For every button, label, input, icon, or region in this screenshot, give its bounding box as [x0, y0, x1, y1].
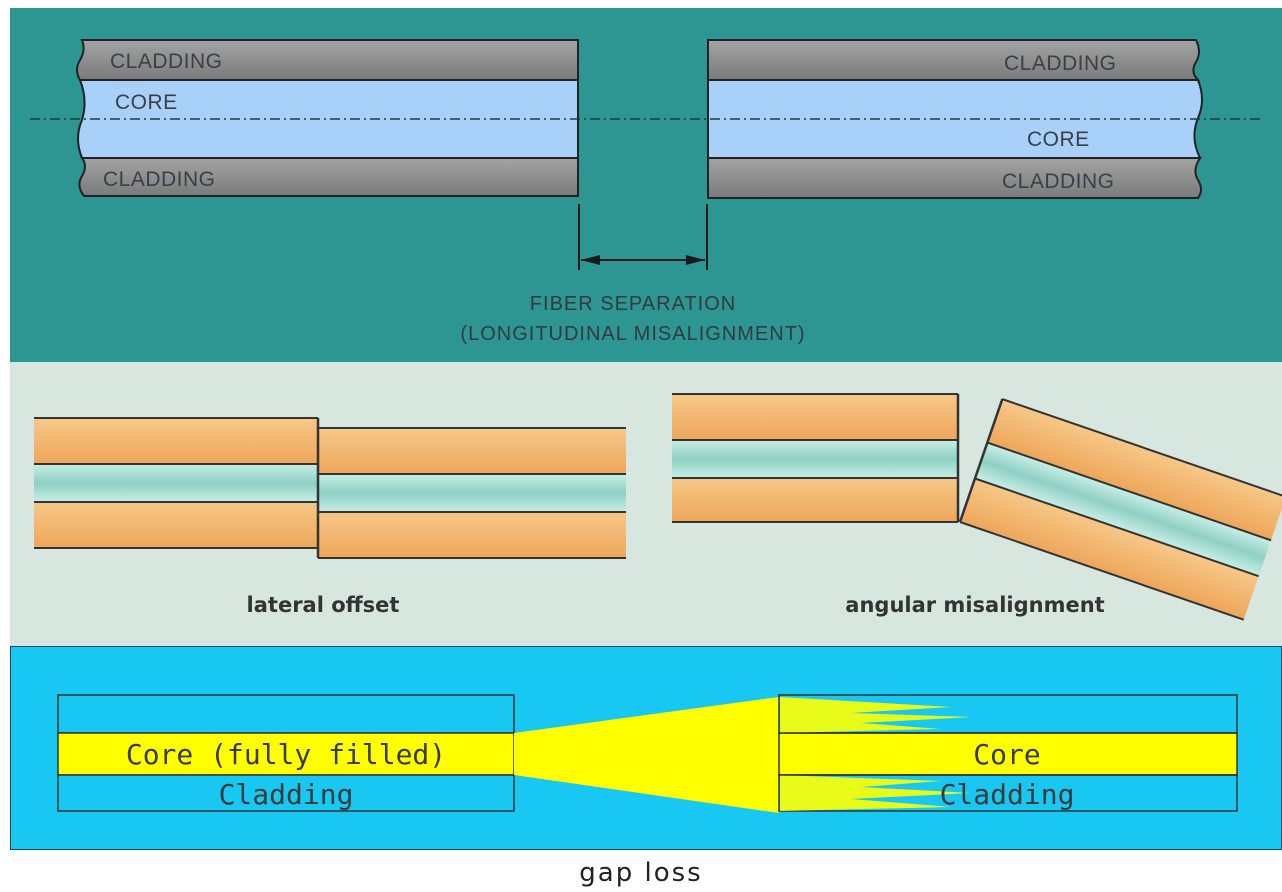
- misalignment-diagram: lateral offset angular misalignment: [34, 393, 1282, 621]
- lateral-offset-label: lateral offset: [247, 593, 400, 617]
- light-cone: [514, 697, 779, 813]
- light-leak-bottom: [780, 775, 971, 811]
- right-cladding-top-label: CLADDING: [1004, 52, 1117, 75]
- misalignment-panel: lateral offset angular misalignment: [10, 362, 1282, 646]
- left-fiber: CLADDING CORE CLADDING: [76, 39, 579, 197]
- left-cladding-bottom: [78, 157, 579, 197]
- left-cladding-bottom-label: CLADDING: [103, 168, 216, 191]
- gap-loss-caption: gap loss: [579, 858, 703, 888]
- light-leak-top: [780, 697, 971, 733]
- fiber-separation-panel: CLADDING CORE CLADDING CLADDING CORE CLA…: [10, 8, 1282, 362]
- gap-right-core-label: Core: [973, 738, 1040, 771]
- gap-loss-panel: Core (fully filled) Cladding Core Claddi…: [10, 646, 1282, 850]
- fiber-separation-diagram: CLADDING CORE CLADDING CLADDING CORE CLA…: [30, 39, 1260, 345]
- angular-misalignment-label: angular misalignment: [845, 593, 1104, 617]
- right-cladding-bottom-label: CLADDING: [1002, 170, 1115, 193]
- separation-caption-line2: (LONGITUDINAL MISALIGNMENT): [460, 323, 805, 345]
- right-core-label: CORE: [1027, 128, 1090, 151]
- gap-right-fiber: Core Cladding: [778, 694, 1238, 812]
- angular-right-fiber: [958, 398, 1282, 621]
- separation-caption-line1: FIBER SEPARATION: [530, 293, 736, 315]
- lateral-right-fiber: [316, 418, 626, 559]
- right-cladding-bottom: [707, 157, 1202, 199]
- left-cladding-top-label: CLADDING: [110, 50, 223, 73]
- gap-left-fiber: Core (fully filled) Cladding: [57, 694, 515, 812]
- right-cladding-top: [707, 39, 1201, 81]
- left-core-label: CORE: [115, 91, 178, 114]
- gap-loss-diagram: Core (fully filled) Cladding Core Claddi…: [57, 694, 1238, 813]
- separation-dimension-marker: [578, 204, 708, 270]
- gap-right-cladding-label: Cladding: [940, 778, 1075, 811]
- right-fiber: CLADDING CORE CLADDING: [707, 39, 1203, 199]
- angular-left-fiber: [672, 393, 960, 523]
- gap-left-core-label: Core (fully filled): [126, 738, 446, 771]
- gap-left-cladding-label: Cladding: [219, 778, 354, 811]
- lateral-left-fiber: [34, 417, 318, 549]
